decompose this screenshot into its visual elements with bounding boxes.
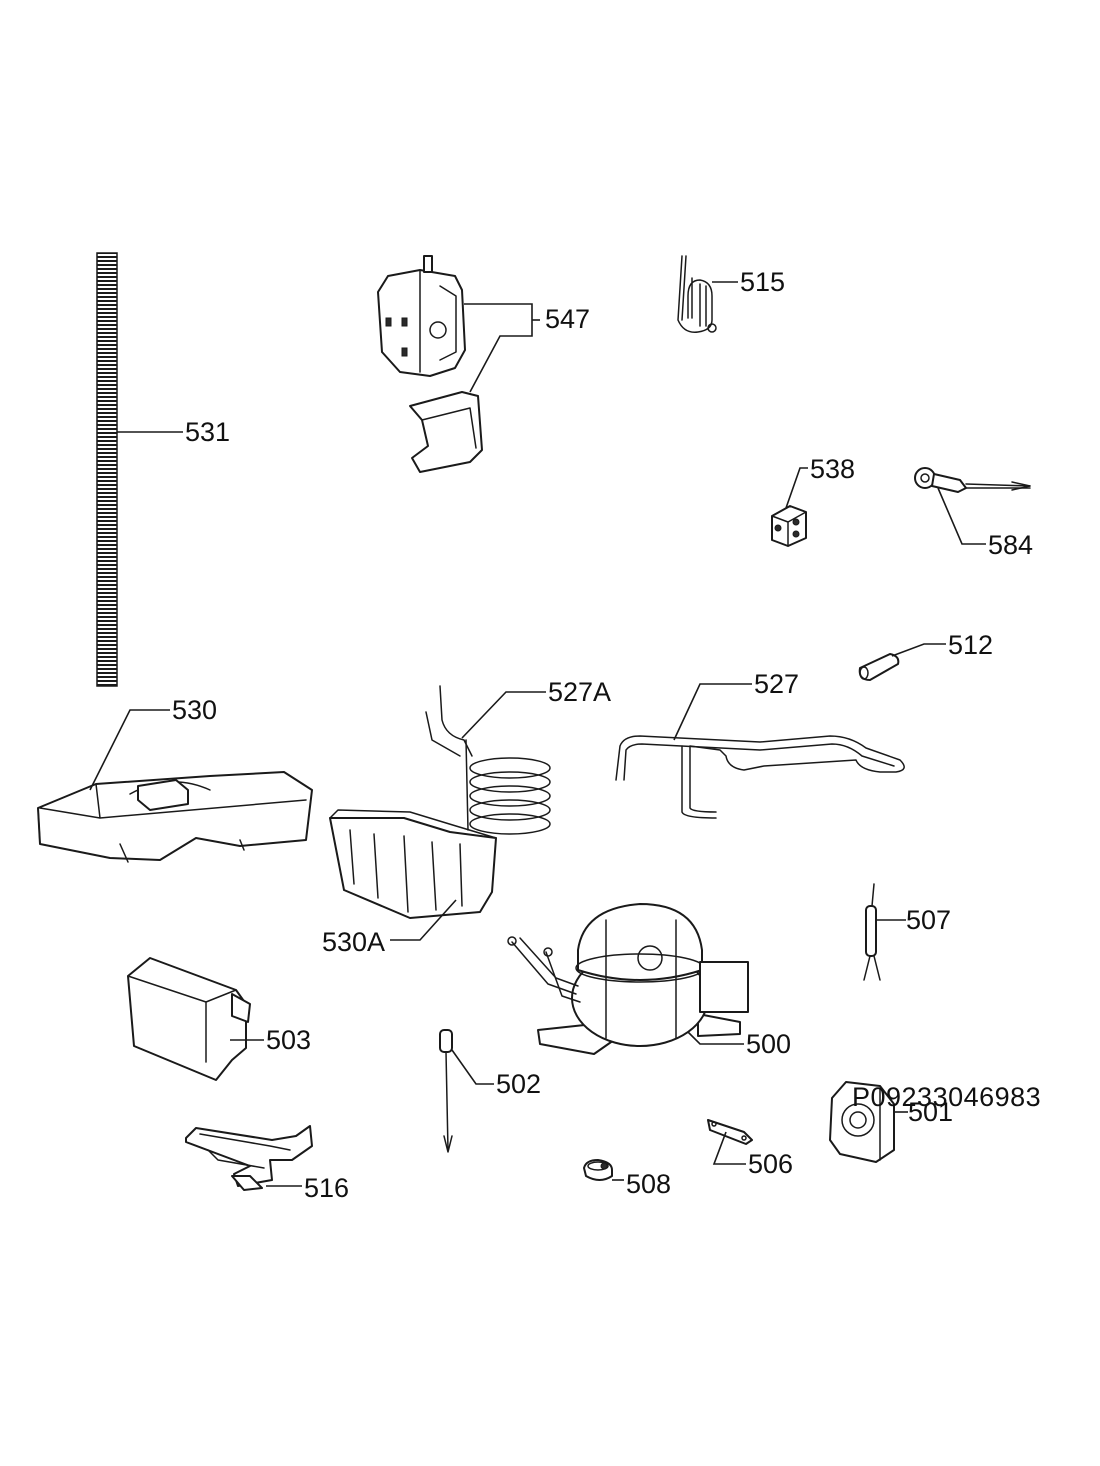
label-515: 515 bbox=[740, 267, 785, 297]
label-538: 538 bbox=[810, 454, 855, 484]
part-508-grommet bbox=[583, 1159, 624, 1181]
part-502-probe bbox=[439, 1029, 494, 1153]
label-508: 508 bbox=[626, 1169, 671, 1199]
part-584-ring-terminal bbox=[914, 467, 1031, 545]
label-527: 527 bbox=[754, 669, 799, 699]
part-507-sensor bbox=[863, 883, 906, 981]
part-530-tray bbox=[37, 709, 313, 863]
part-503-cover bbox=[127, 957, 264, 1081]
part-530A-basket bbox=[329, 809, 497, 941]
part-527-bent-tube bbox=[615, 683, 905, 819]
label-501: 501 bbox=[908, 1097, 953, 1127]
part-506-strip bbox=[707, 1119, 753, 1165]
label-584: 584 bbox=[988, 530, 1033, 560]
label-500: 500 bbox=[746, 1029, 791, 1059]
label-502: 502 bbox=[496, 1069, 541, 1099]
part-547-housing bbox=[377, 255, 540, 473]
label-512: 512 bbox=[948, 630, 993, 660]
label-507: 507 bbox=[906, 905, 951, 935]
label-527A: 527A bbox=[548, 677, 611, 707]
part-516-bracket bbox=[185, 1125, 313, 1191]
label-506: 506 bbox=[748, 1149, 793, 1179]
part-512-cylinder bbox=[858, 643, 946, 681]
label-531: 531 bbox=[185, 417, 230, 447]
part-515-coil bbox=[677, 255, 738, 333]
label-530: 530 bbox=[172, 695, 217, 725]
part-531-ribbed-strip bbox=[96, 252, 183, 687]
label-530A: 530A bbox=[322, 927, 385, 957]
part-500-compressor bbox=[507, 903, 749, 1055]
part-501-relay bbox=[829, 1081, 908, 1163]
part-527A-coiled-tube bbox=[425, 685, 551, 835]
label-503: 503 bbox=[266, 1025, 311, 1055]
label-516: 516 bbox=[304, 1173, 349, 1203]
label-547: 547 bbox=[545, 304, 590, 334]
reference-code: P09233046983 bbox=[852, 1082, 1042, 1112]
part-538-terminal-block bbox=[771, 467, 808, 547]
